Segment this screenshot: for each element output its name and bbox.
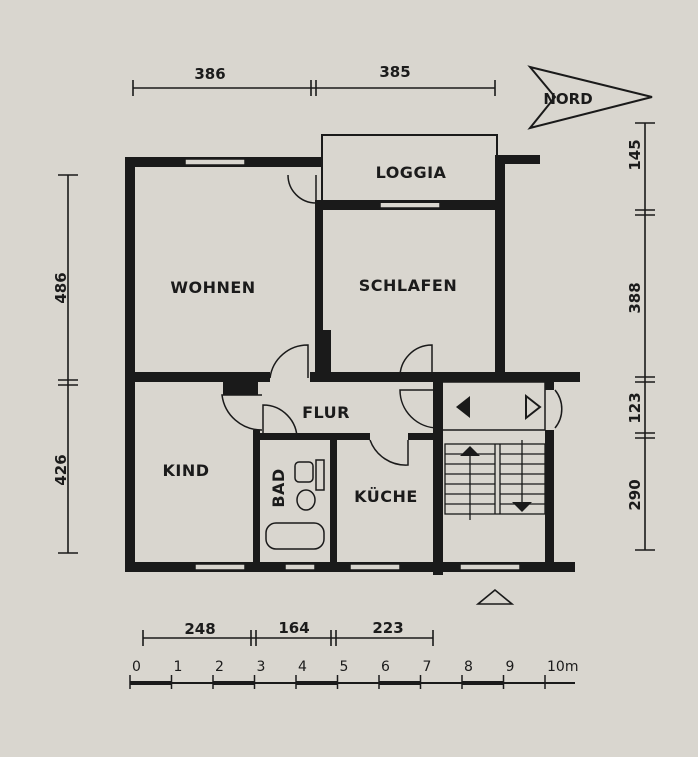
staircase (444, 440, 546, 520)
loggia-outline (321, 134, 498, 203)
dim-bottom-1: 248 (184, 620, 215, 638)
scale-label: 4 (298, 659, 307, 675)
stair-up-arrow-icon (460, 446, 480, 456)
doors (221, 174, 563, 466)
bottom-dimension (142, 630, 434, 646)
scale-label: 1 (174, 659, 183, 675)
scale-label: 2 (215, 659, 224, 675)
room-kind: KIND (162, 461, 209, 480)
dim-right-3: 123 (626, 392, 644, 423)
room-kueche: KÜCHE (354, 487, 418, 506)
dim-bottom-2: 164 (278, 619, 309, 637)
bath-fixtures (265, 459, 325, 550)
windows (184, 158, 521, 571)
dim-right-4: 290 (626, 479, 644, 510)
scale-label: 5 (340, 659, 349, 675)
room-flur: FLUR (302, 403, 350, 422)
room-wohnen: WOHNEN (170, 278, 255, 297)
scale-segment (213, 681, 255, 685)
dim-bottom-3: 223 (372, 619, 403, 637)
top-dimension (132, 80, 496, 96)
scale-segment (296, 681, 338, 685)
dim-top-2: 385 (379, 63, 410, 81)
left-triangle-icon (456, 396, 470, 418)
scale-label: 3 (257, 659, 266, 675)
scale-segment (379, 681, 421, 685)
scale-label: 9 (506, 659, 515, 675)
dim-right-2: 388 (626, 282, 644, 313)
room-schlafen: SCHLAFEN (359, 276, 457, 295)
right-dimension (635, 122, 655, 551)
dim-top-1: 386 (194, 65, 225, 83)
scale-segment (130, 681, 172, 685)
north-arrow-icon (527, 65, 653, 130)
walls (125, 155, 580, 575)
stair-down-arrow-icon (512, 502, 532, 512)
scale-label: 10m (547, 659, 578, 675)
room-loggia: LOGGIA (376, 163, 447, 182)
dim-right-1: 145 (626, 139, 644, 170)
scale-label: 0 (132, 659, 141, 675)
right-triangle-icon (525, 393, 542, 421)
scale-label: 7 (423, 659, 432, 675)
dim-left-1: 486 (52, 272, 70, 303)
room-bad: BAD (269, 468, 288, 507)
entrance-triangle-icon (475, 588, 515, 605)
scale-segment (462, 681, 504, 685)
scale-label: 6 (381, 659, 390, 675)
north-label: NORD (543, 90, 592, 108)
dim-left-2: 426 (52, 454, 70, 485)
scale-bar: 0 1 2 3 4 5 6 7 8 9 10m (129, 659, 578, 689)
scale-label: 8 (464, 659, 473, 675)
left-dimension (58, 174, 78, 554)
